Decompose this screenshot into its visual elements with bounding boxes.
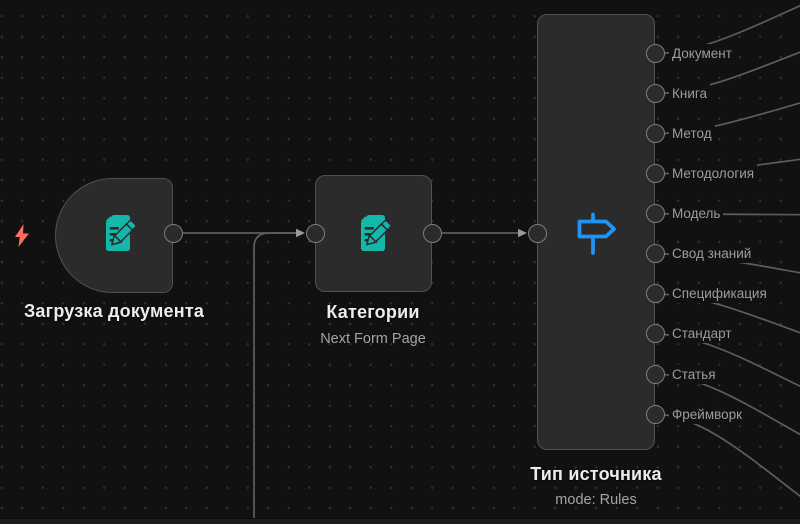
output-label: Фреймворк xyxy=(669,404,746,424)
output-connector[interactable] xyxy=(645,324,665,344)
output-connector[interactable] xyxy=(645,84,665,104)
output-connector[interactable] xyxy=(422,223,442,243)
output-connector[interactable] xyxy=(645,364,665,384)
output-label: Книга xyxy=(669,84,710,104)
connection-wire-from-below[interactable] xyxy=(253,232,302,524)
output-connector[interactable] xyxy=(645,164,665,184)
output-label: Методология xyxy=(669,164,758,184)
trigger-lightning-icon xyxy=(15,224,29,247)
output-label: Спецификация xyxy=(669,284,770,304)
output-connector[interactable] xyxy=(645,404,665,424)
output-label: Свод знаний xyxy=(669,244,755,264)
output-connector[interactable] xyxy=(645,284,665,304)
node-title: Категории xyxy=(326,302,420,322)
node-title: Загрузка документа xyxy=(23,301,205,321)
output-label: Документ xyxy=(669,44,735,63)
node-title: Тип источника xyxy=(530,464,662,484)
bottom-panel-edge xyxy=(0,518,800,524)
node-subtitle: mode: Rules xyxy=(555,492,637,508)
output-connector[interactable] xyxy=(645,204,665,224)
output-connector[interactable] xyxy=(645,44,665,63)
output-connector[interactable] xyxy=(645,244,665,264)
input-connector[interactable] xyxy=(305,223,325,243)
document-edit-icon xyxy=(360,215,392,251)
output-label: Модель xyxy=(669,204,724,224)
output-connector[interactable] xyxy=(645,124,665,144)
document-edit-icon xyxy=(105,215,137,251)
output-connector[interactable] xyxy=(163,223,183,243)
output-label: Статья xyxy=(669,364,719,384)
output-label: Метод xyxy=(669,124,715,144)
node-subtitle: Next Form Page xyxy=(320,331,426,347)
output-label: Стандарт xyxy=(669,324,735,344)
wire-arrowhead-icon xyxy=(296,228,305,238)
input-connector[interactable] xyxy=(527,223,547,243)
signpost-icon xyxy=(577,212,616,255)
wire-arrowhead-icon xyxy=(518,228,527,238)
